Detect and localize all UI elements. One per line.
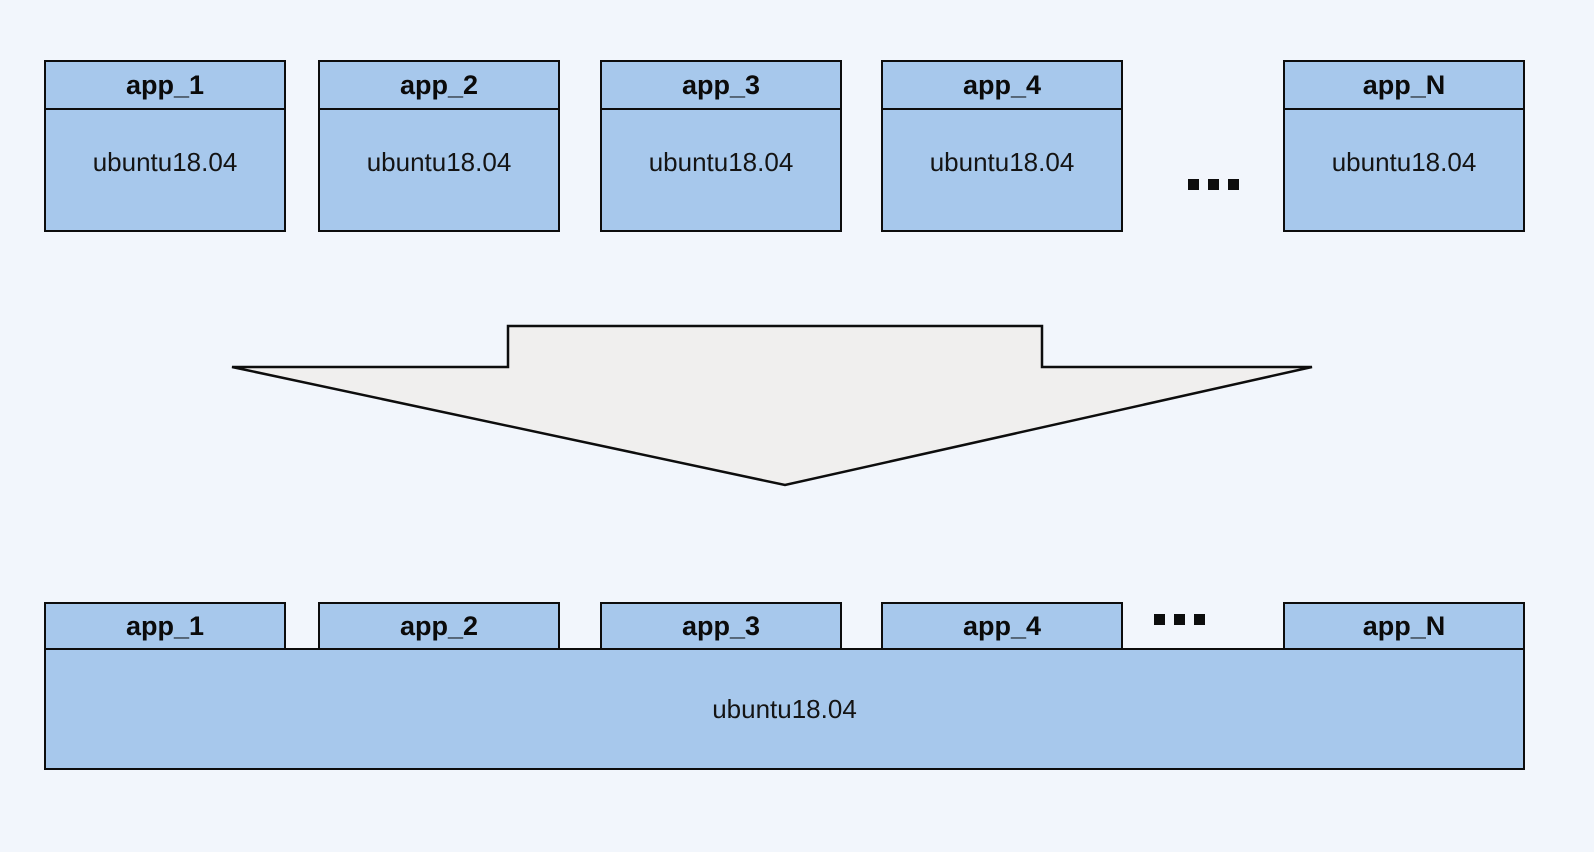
container-title-app-2: app_2 (399, 610, 479, 641)
vm-os-app-n: ubuntu18.04 (1331, 146, 1477, 177)
shared-host-os-bar[interactable]: ubuntu18.04 (44, 648, 1525, 770)
ellipsis-dot (1174, 614, 1185, 625)
ellipsis-dot (1228, 179, 1239, 190)
ellipsis-dot (1208, 179, 1219, 190)
shared-host-os-label: ubuntu18.04 (712, 693, 857, 724)
vm-os-app-4: ubuntu18.04 (929, 146, 1075, 177)
vm-title-app-2: app_2 (320, 62, 558, 110)
vm-os-app-1: ubuntu18.04 (92, 146, 238, 177)
vm-box-app-1[interactable]: app_1 ubuntu18.04 (44, 60, 286, 232)
container-box-app-3[interactable]: app_3 (600, 602, 842, 650)
ellipsis-dot (1154, 614, 1165, 625)
container-title-app-4: app_4 (962, 610, 1042, 641)
container-title-app-3: app_3 (681, 610, 761, 641)
container-box-app-2[interactable]: app_2 (318, 602, 560, 650)
container-box-app-4[interactable]: app_4 (881, 602, 1123, 650)
down-arrow-icon (231, 324, 1313, 487)
vm-title-app-3: app_3 (602, 62, 840, 110)
vm-box-app-n[interactable]: app_N ubuntu18.04 (1283, 60, 1525, 232)
container-box-app-n[interactable]: app_N (1283, 602, 1525, 650)
container-title-app-n: app_N (1362, 610, 1446, 641)
vm-os-app-3: ubuntu18.04 (648, 146, 794, 177)
vm-title-app-4: app_4 (883, 62, 1121, 110)
ellipsis-dot (1188, 179, 1199, 190)
ellipsis-dot (1194, 614, 1205, 625)
vm-title-app-1: app_1 (46, 62, 284, 110)
top-row-ellipsis-icon (1188, 179, 1239, 190)
vm-box-app-2[interactable]: app_2 ubuntu18.04 (318, 60, 560, 232)
container-title-app-1: app_1 (125, 610, 205, 641)
vm-box-app-4[interactable]: app_4 ubuntu18.04 (881, 60, 1123, 232)
vm-box-app-3[interactable]: app_3 ubuntu18.04 (600, 60, 842, 232)
bottom-row-ellipsis-icon (1154, 614, 1205, 625)
container-box-app-1[interactable]: app_1 (44, 602, 286, 650)
vm-os-app-2: ubuntu18.04 (366, 146, 512, 177)
vm-title-app-n: app_N (1285, 62, 1523, 110)
